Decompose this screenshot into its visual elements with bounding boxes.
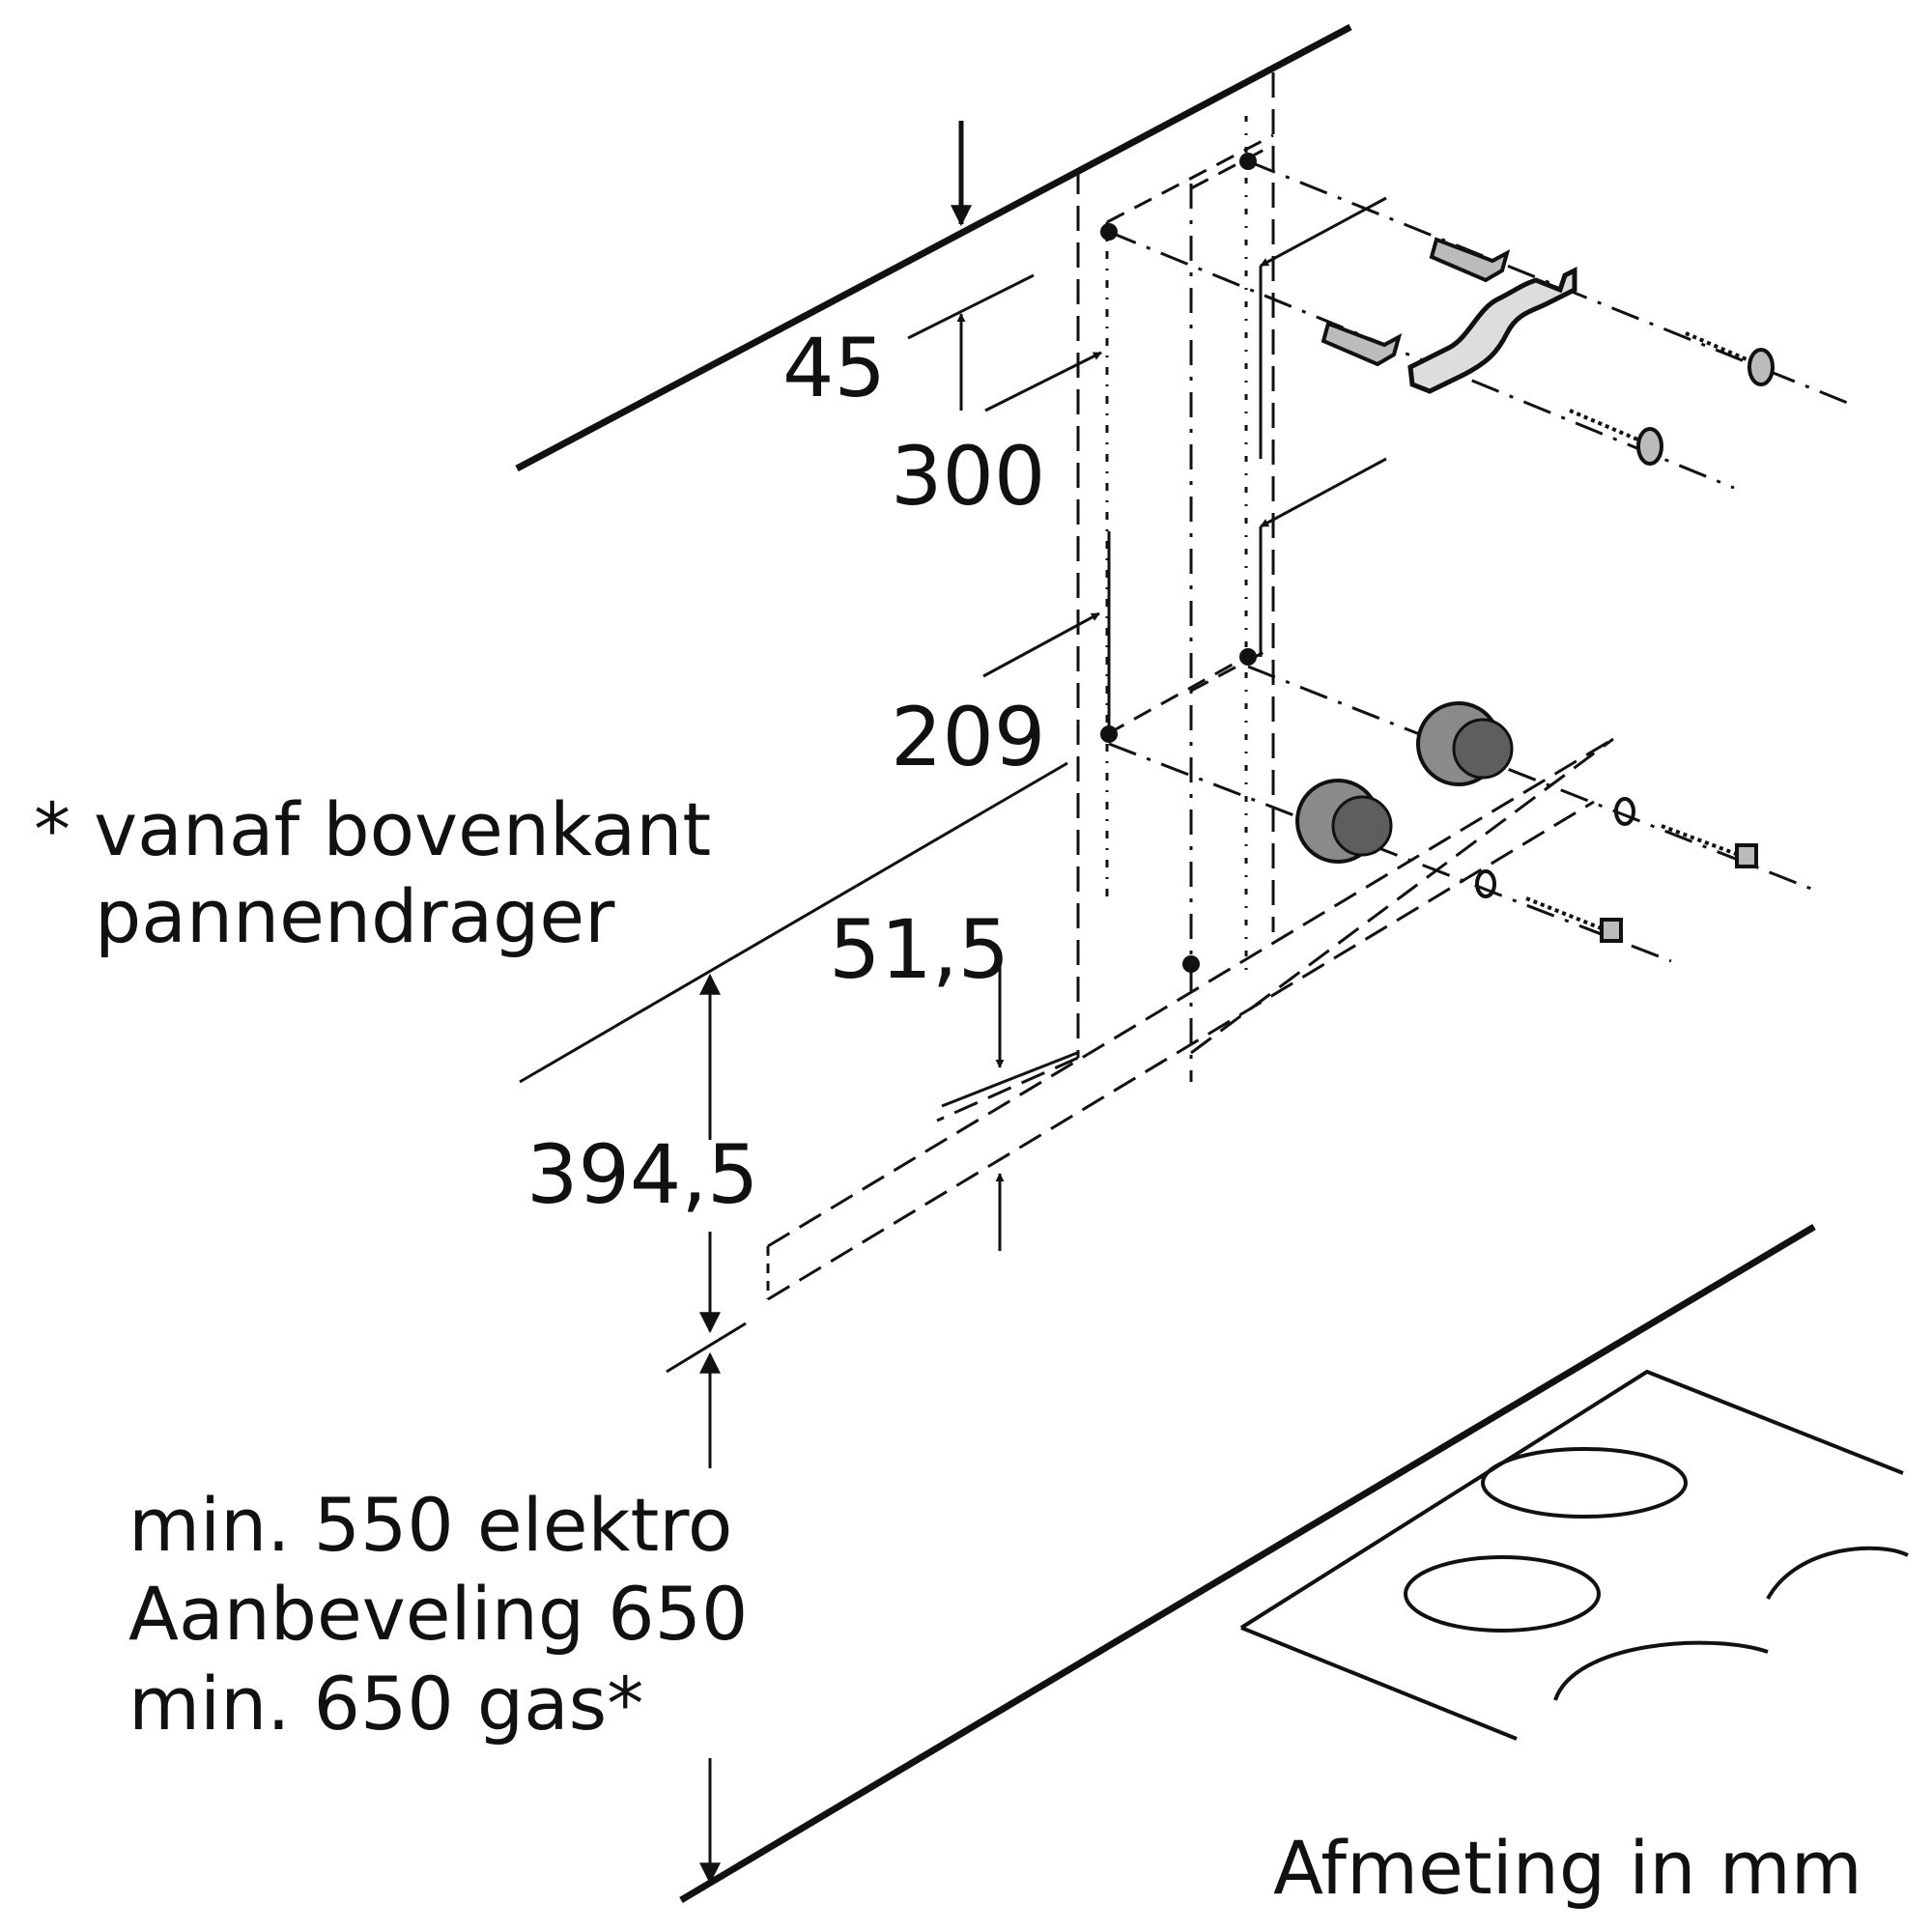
- note-top-edge-2: pannendrager: [95, 873, 615, 959]
- dim-label-300: 300: [891, 429, 1045, 524]
- washer-icon: [1475, 797, 1635, 898]
- dim-label-51-5: 51,5: [829, 902, 1009, 997]
- ceiling-line: [515, 23, 1352, 472]
- wall-damper-icon: [1295, 701, 1514, 864]
- note-clearance-3: min. 650 gas*: [128, 1661, 643, 1747]
- mounting-outline: [766, 72, 1614, 1301]
- hood-bottom-line: [519, 761, 1068, 1084]
- hob-icon: [1239, 1369, 1909, 1741]
- wall-plug-icon: [1321, 237, 1511, 367]
- screw-icon-lower: [1525, 824, 1758, 943]
- dim-394-5-lines: [666, 973, 747, 1374]
- drill-holes: [1100, 153, 1257, 973]
- note-clearance-1: min. 550 elektro: [128, 1482, 732, 1568]
- dim-label-209: 209: [891, 690, 1045, 784]
- dim-45-lines: [907, 273, 1102, 412]
- dim-51-5-lines: [941, 961, 1078, 1251]
- dim-300-lines: [982, 196, 1387, 734]
- note-units: Afmeting in mm: [1273, 1825, 1862, 1911]
- upper-fixing-axes: [1108, 159, 1856, 963]
- dim-label-394-5: 394,5: [526, 1127, 758, 1222]
- mounting-bracket-icon: [1407, 266, 1577, 394]
- worktop-line: [679, 1223, 1816, 1904]
- note-clearance-2: Aanbeveling 650: [128, 1571, 748, 1657]
- dim-label-45: 45: [782, 321, 886, 415]
- screw-icon: [1569, 331, 1775, 466]
- note-top-edge-1: * vanaf bovenkant: [34, 786, 711, 872]
